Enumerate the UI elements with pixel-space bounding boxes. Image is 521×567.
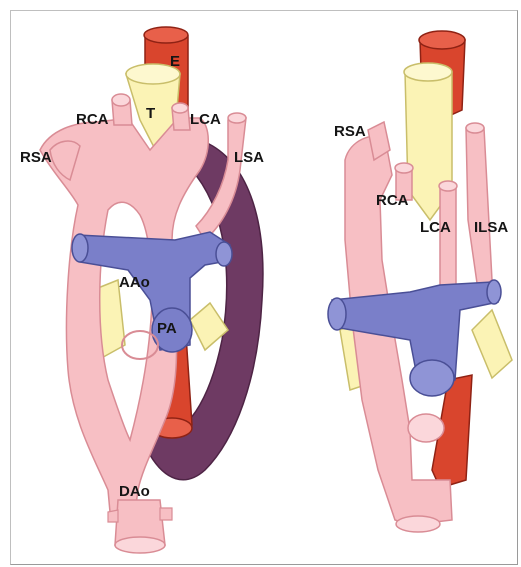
lca-opening — [172, 103, 188, 113]
label-lsa: LSA — [234, 149, 264, 166]
ilsa-opening — [466, 123, 484, 133]
label-dao: DAo — [119, 483, 150, 500]
label-aao: AAo — [119, 274, 150, 291]
lca-opening-right — [439, 181, 457, 191]
esophagus-top — [144, 27, 188, 43]
label-e: E — [170, 53, 180, 70]
rca-opening-right — [395, 163, 413, 173]
trachea-right-top — [404, 63, 452, 81]
right-diagram: RSA RCA LCA ILSA — [328, 31, 512, 532]
pa-right-right-end — [487, 280, 501, 304]
label-lca: LCA — [190, 111, 221, 128]
esophagus-right-top — [419, 31, 465, 49]
label-ilsa: ILSA — [474, 219, 508, 236]
right-right-bronchus — [472, 310, 512, 378]
pa-right-end — [216, 242, 232, 266]
pa-root-right — [410, 360, 454, 396]
rca-opening — [112, 94, 130, 106]
aortic-root-right — [408, 414, 444, 442]
label-t: T — [146, 105, 155, 122]
lsa-opening — [228, 113, 246, 123]
dao-bottom — [115, 537, 165, 553]
label-pa: PA — [157, 320, 177, 337]
label-rsa: RSA — [20, 149, 52, 166]
label-rsa-right: RSA — [334, 123, 366, 140]
pa-right-left-end — [328, 298, 346, 330]
label-rca-right: RCA — [376, 192, 409, 209]
ilsa-branch — [466, 128, 492, 290]
label-lca-right: LCA — [420, 219, 451, 236]
label-rca: RCA — [76, 111, 109, 128]
dao-bottom-right — [396, 516, 440, 532]
pa-left-end — [72, 234, 88, 262]
lca-branch-right — [440, 186, 456, 300]
left-diagram: E T RCA LCA RSA LSA AAo PA DAo — [20, 27, 264, 553]
